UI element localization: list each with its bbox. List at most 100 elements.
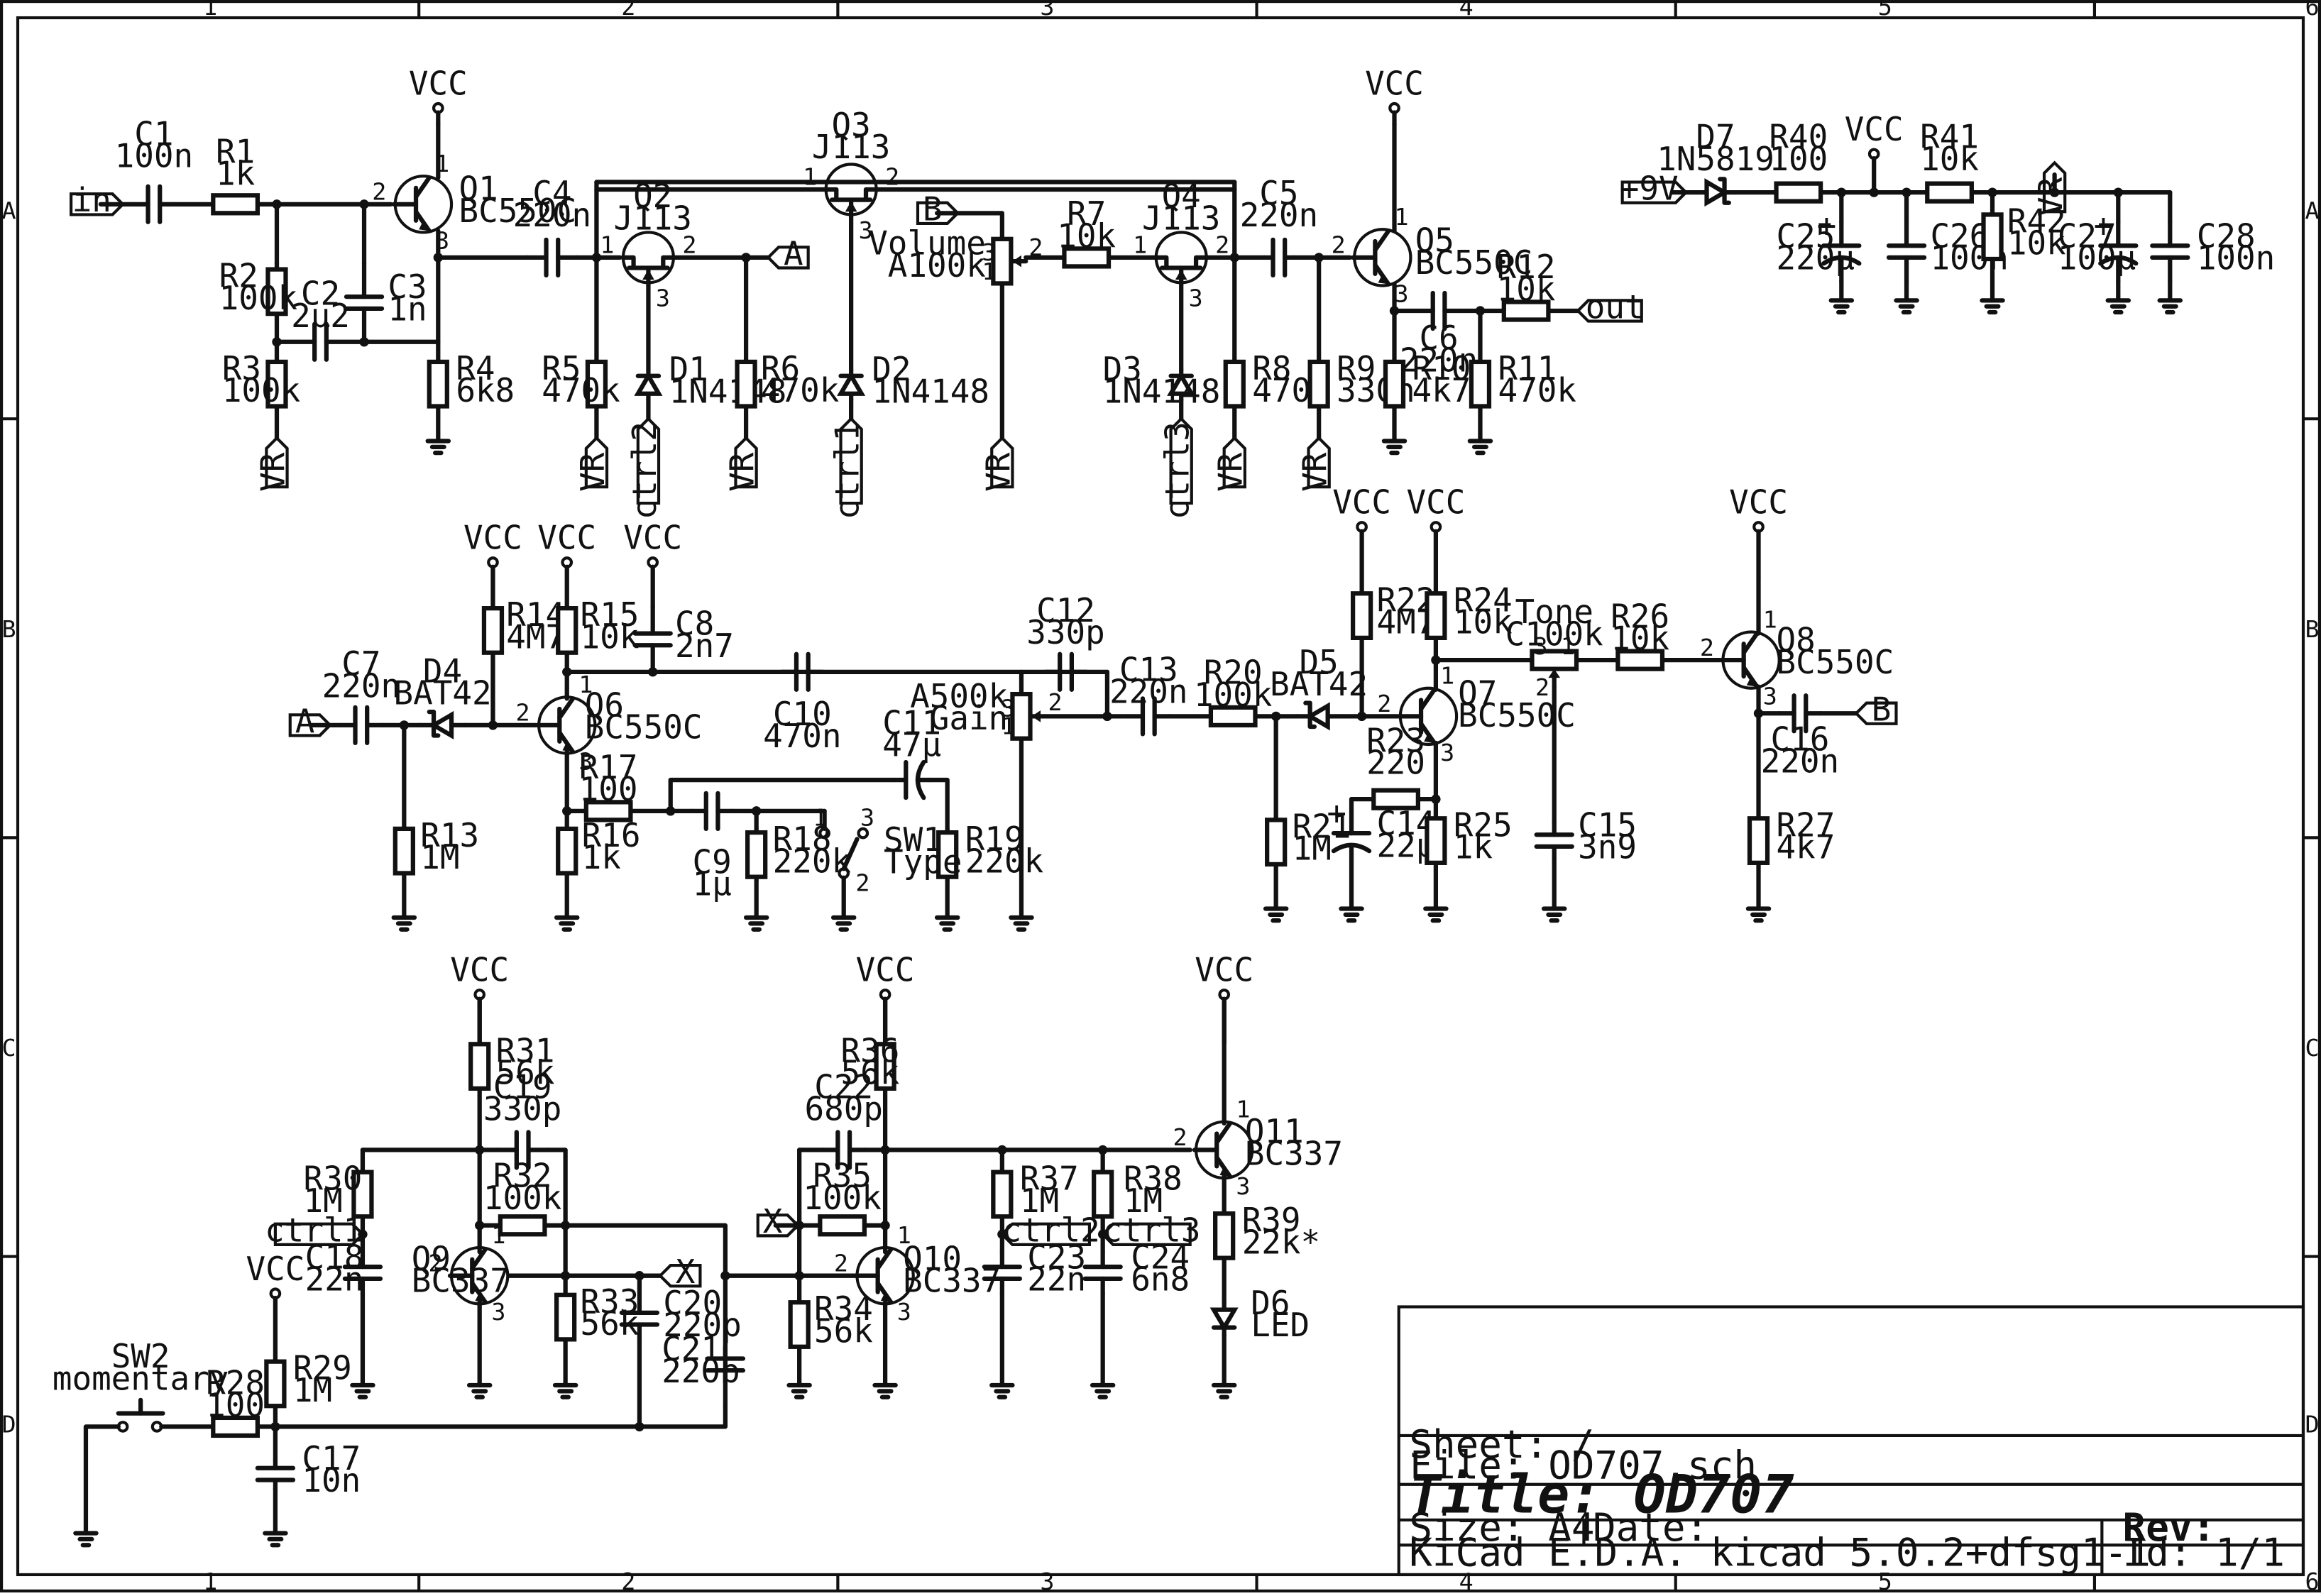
ref-label: D3 — [1103, 350, 1142, 388]
ref-label: D4 — [423, 651, 462, 690]
value-label: 4k7 — [1412, 371, 1471, 409]
ground-symbol — [1211, 1382, 1237, 1399]
vcc-label: VCC — [246, 1250, 304, 1288]
pin-number: 1 — [1440, 662, 1454, 690]
vcc-label: VCC — [856, 951, 915, 989]
ground-symbol — [1894, 298, 1919, 315]
ref-label: R1 — [216, 132, 255, 170]
ground-symbol — [872, 1382, 898, 1399]
pin-number: 1 — [982, 258, 996, 285]
border-col-label: 5 — [1878, 0, 1892, 21]
value-label: 220n — [1761, 742, 1839, 781]
port-label: VR — [1212, 452, 1250, 492]
value-label: 22k* — [1242, 1223, 1320, 1261]
pin-number: 3 — [491, 1298, 505, 1326]
ref-label: C16 — [1770, 720, 1829, 758]
value-label: 56k — [814, 1312, 873, 1350]
ref-label: R40 — [1769, 118, 1828, 156]
value-label: 680p — [804, 1090, 882, 1128]
pin-number: 2 — [1700, 634, 1714, 661]
ref-label: R42 — [2007, 202, 2066, 240]
port-ctrl1: ctrl1 — [265, 1211, 365, 1250]
ref-label: C24 — [1131, 1238, 1190, 1276]
ref-label: R38 — [1124, 1160, 1183, 1198]
value-label: 22n — [1027, 1260, 1086, 1299]
value-label: BC337 — [412, 1262, 510, 1300]
port-label: VR — [1296, 452, 1334, 492]
port-ctrl2: ctrl2 — [999, 1211, 1100, 1250]
value-label: 10k — [2007, 224, 2066, 263]
port-VR: VR — [723, 436, 761, 492]
border-col-label: 2 — [621, 0, 635, 21]
ref-label: D1 — [669, 350, 708, 388]
pin-number: 1 — [1133, 231, 1147, 259]
ref-label: R26 — [1611, 597, 1669, 635]
value-label: J113 — [812, 128, 890, 166]
vcc-symbol: VCC — [1195, 951, 1253, 1046]
value-label: 220p — [662, 1352, 740, 1390]
ground-symbol — [830, 915, 857, 932]
ref-label: R6 — [761, 349, 800, 387]
ref-label: R39 — [1242, 1201, 1301, 1239]
value-label: 4k7 — [1777, 828, 1836, 866]
value-label: J113 — [1142, 199, 1220, 237]
vcc-label: VCC — [537, 519, 596, 557]
value-label: momentary — [53, 1359, 229, 1397]
ref-label: Q10 — [903, 1239, 962, 1277]
ref-label: C15 — [1578, 805, 1637, 844]
ref-label: Q7 — [1458, 674, 1497, 712]
ground-symbol — [2105, 298, 2131, 315]
ground-symbol — [263, 1531, 288, 1548]
pin-number: 1 — [1002, 712, 1016, 739]
port-label: B — [1872, 690, 1892, 729]
ground-symbol — [1090, 1382, 1116, 1399]
ref-label: C22 — [814, 1067, 873, 1106]
pin-number: 2 — [428, 1249, 442, 1277]
pin-number: 3 — [1440, 739, 1454, 766]
ground-symbol — [1009, 915, 1034, 932]
ground-symbol — [1467, 439, 1493, 456]
value-label: A100k — [888, 246, 986, 285]
ground-symbol — [552, 1382, 578, 1399]
value-label: 3n9 — [1578, 828, 1637, 866]
value-label: 1n — [388, 290, 427, 329]
value-label: 100k — [803, 1179, 881, 1217]
ref-label: R20 — [1204, 654, 1263, 692]
border-col-label: 4 — [1459, 0, 1474, 21]
ref-label: R28 — [206, 1364, 265, 1402]
ref-label: C10 — [773, 695, 832, 733]
ground-symbol — [425, 439, 451, 456]
value-label: 56k — [496, 1054, 555, 1092]
value-label: 6k8 — [456, 371, 515, 409]
value-label: 1M — [420, 838, 459, 876]
junction — [794, 1271, 804, 1281]
ref-label: R29 — [293, 1349, 352, 1387]
ref-label: R25 — [1454, 805, 1513, 844]
value-label: 22n — [305, 1260, 364, 1299]
pin-number: 1 — [578, 671, 593, 698]
